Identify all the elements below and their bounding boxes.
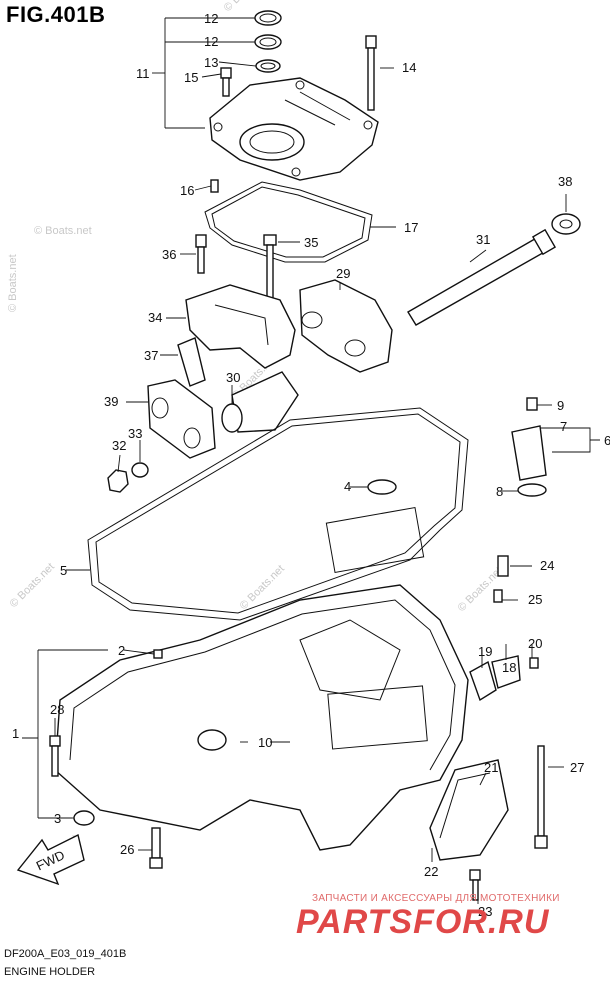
- bolt-36: [195, 234, 207, 274]
- leader-lines: [22, 17, 600, 904]
- gasket-14-inner: [211, 186, 366, 258]
- callout-31: 31: [476, 232, 490, 247]
- gasket-5: [87, 407, 469, 621]
- callout-4: 4: [344, 479, 351, 494]
- callout-15: 15: [184, 70, 198, 85]
- callout-12: 12: [204, 34, 218, 49]
- fwd-arrow: FWD: [16, 833, 85, 886]
- callout-21: 21: [484, 760, 498, 775]
- shop-tagline: ЗАПЧАСТИ И АКСЕССУАРЫ ДЛЯ МОТОТЕХНИКИ: [312, 893, 560, 904]
- callout-18: 18: [502, 660, 516, 675]
- callout-29: 29: [336, 266, 350, 281]
- callout-20: 20: [528, 636, 542, 651]
- callout-23: 23: [478, 904, 492, 919]
- callout-16: 16: [180, 183, 194, 198]
- callout-34: 34: [148, 310, 162, 325]
- callout-7: 7: [560, 419, 567, 434]
- callout-13: 13: [204, 55, 218, 70]
- callout-10: 10: [258, 735, 272, 750]
- callout-22: 22: [424, 864, 438, 879]
- nut-32: [107, 469, 129, 493]
- callout-27: 27: [570, 760, 584, 775]
- o-ring-4: [367, 479, 397, 495]
- dowel-pin: [210, 179, 219, 193]
- callout-9: 9: [557, 398, 564, 413]
- watermark: © Boats.net: [7, 254, 19, 312]
- plate-39: [147, 379, 216, 459]
- callout-37: 37: [144, 348, 158, 363]
- figure-code: DF200A_E03_019_401B: [4, 948, 127, 960]
- callout-12: 12: [204, 11, 218, 26]
- callout-2: 2: [118, 643, 125, 658]
- callout-5: 5: [60, 563, 67, 578]
- bolt-35: [263, 234, 277, 302]
- bolt-16: [220, 67, 232, 97]
- callout-26: 26: [120, 842, 134, 857]
- callout-36: 36: [162, 247, 176, 262]
- callout-6: 6: [604, 433, 610, 448]
- gasket-14: [204, 181, 373, 263]
- watermark: © Boats.net: [8, 561, 57, 610]
- oil-pan: [54, 584, 469, 851]
- callout-30: 30: [226, 370, 240, 385]
- fitting-assembly: [511, 397, 547, 497]
- mount-29: [299, 279, 393, 373]
- callout-1: 1: [12, 726, 19, 741]
- small-bolts: [49, 649, 548, 869]
- callout-33: 33: [128, 426, 142, 441]
- figure-caption: ENGINE HOLDER: [4, 966, 96, 978]
- bracket-34: [185, 284, 296, 369]
- callout-25: 25: [528, 592, 542, 607]
- callout-32: 32: [112, 438, 126, 453]
- callout-35: 35: [304, 235, 318, 250]
- callout-38: 38: [558, 174, 572, 189]
- watermark: © Boats.net: [34, 225, 92, 237]
- sensor-parts: [469, 555, 539, 702]
- callout-19: 19: [478, 644, 492, 659]
- bushing-30: [221, 371, 299, 433]
- figure-title: FIG.401B: [6, 2, 106, 27]
- callout-14: 14: [402, 60, 416, 75]
- callout-3: 3: [54, 811, 61, 826]
- oil-seals: [254, 10, 282, 73]
- cover-plate: [209, 77, 379, 181]
- callout-24: 24: [540, 558, 554, 573]
- callout-8: 8: [496, 484, 503, 499]
- callout-39: 39: [104, 394, 118, 409]
- callout-17: 17: [404, 220, 418, 235]
- shop-logo[interactable]: PARTSFOR.RU: [296, 903, 550, 941]
- callout-28: 28: [50, 702, 64, 717]
- bolt-15: [365, 35, 377, 111]
- clip-37: [177, 337, 206, 387]
- side-cover: [429, 759, 509, 901]
- washer-38: [551, 213, 581, 235]
- washer-33: [131, 462, 149, 478]
- callout-11: 11: [136, 66, 150, 81]
- shaft-31: [407, 228, 557, 326]
